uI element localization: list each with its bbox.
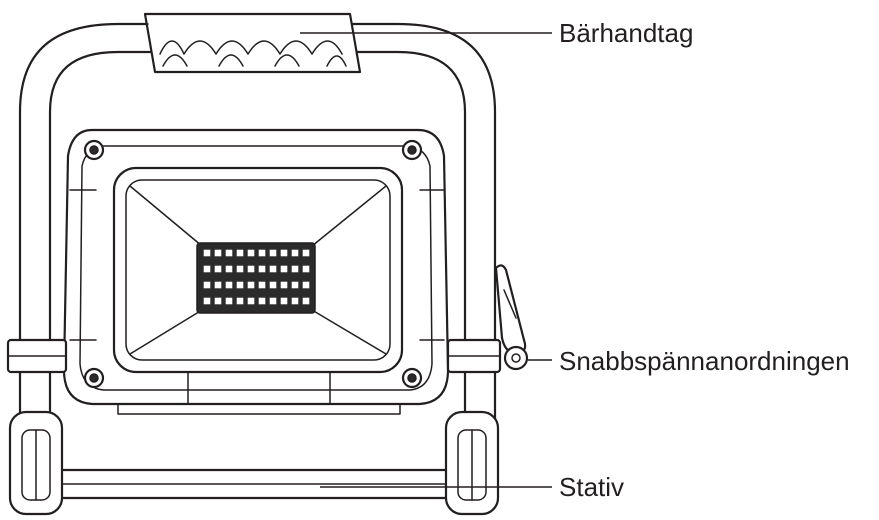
led-chip: [280, 281, 288, 289]
led-chip: [280, 297, 288, 305]
led-chip: [225, 265, 233, 273]
led-chip: [236, 265, 244, 273]
led-chip: [258, 265, 266, 273]
led-chip: [247, 249, 255, 257]
led-chip: [280, 249, 288, 257]
led-chip: [236, 281, 244, 289]
screw-top-right: [401, 139, 423, 161]
led-chip: [247, 281, 255, 289]
led-chip: [247, 297, 255, 305]
led-chip: [258, 281, 266, 289]
led-chip: [203, 249, 211, 257]
stand-bar: [18, 468, 497, 500]
screw-bottom-right: [401, 367, 423, 389]
led-chip: [302, 265, 310, 273]
right-hinge: [446, 338, 502, 374]
led-chip: [203, 265, 211, 273]
right-foot: [444, 410, 500, 516]
screw-bottom-left: [83, 367, 105, 389]
left-foot: [8, 410, 64, 516]
led-chip: [203, 281, 211, 289]
led-chip: [302, 297, 310, 305]
led-chip: [258, 297, 266, 305]
led-chip: [236, 297, 244, 305]
led-chip: [225, 281, 233, 289]
led-chip: [302, 249, 310, 257]
label-carry-handle: Bärhandtag: [559, 18, 694, 48]
label-stand: Stativ: [559, 472, 625, 502]
led-chip: [269, 281, 277, 289]
left-hinge: [6, 338, 68, 374]
screws: [83, 139, 423, 389]
led-chip: [291, 265, 299, 273]
led-chip: [214, 265, 222, 273]
label-quick-clamp: Snabbspännanordningen: [559, 346, 850, 376]
clamp-lever: [494, 264, 529, 371]
screw-top-left: [83, 139, 105, 161]
led-chip: [269, 249, 277, 257]
led-grid: [203, 249, 310, 305]
led-chip: [258, 249, 266, 257]
led-chip: [203, 297, 211, 305]
led-chip: [214, 281, 222, 289]
led-chip: [291, 281, 299, 289]
led-chip: [291, 297, 299, 305]
led-chip: [214, 249, 222, 257]
led-chip: [269, 297, 277, 305]
led-panel: [196, 242, 316, 314]
led-chip: [302, 281, 310, 289]
led-chip: [269, 265, 277, 273]
led-chip: [225, 297, 233, 305]
led-chip: [225, 249, 233, 257]
led-chip: [214, 297, 222, 305]
led-chip: [236, 249, 244, 257]
led-chip: [291, 249, 299, 257]
grip: [119, 12, 396, 74]
led-chip: [280, 265, 288, 273]
led-chip: [247, 265, 255, 273]
